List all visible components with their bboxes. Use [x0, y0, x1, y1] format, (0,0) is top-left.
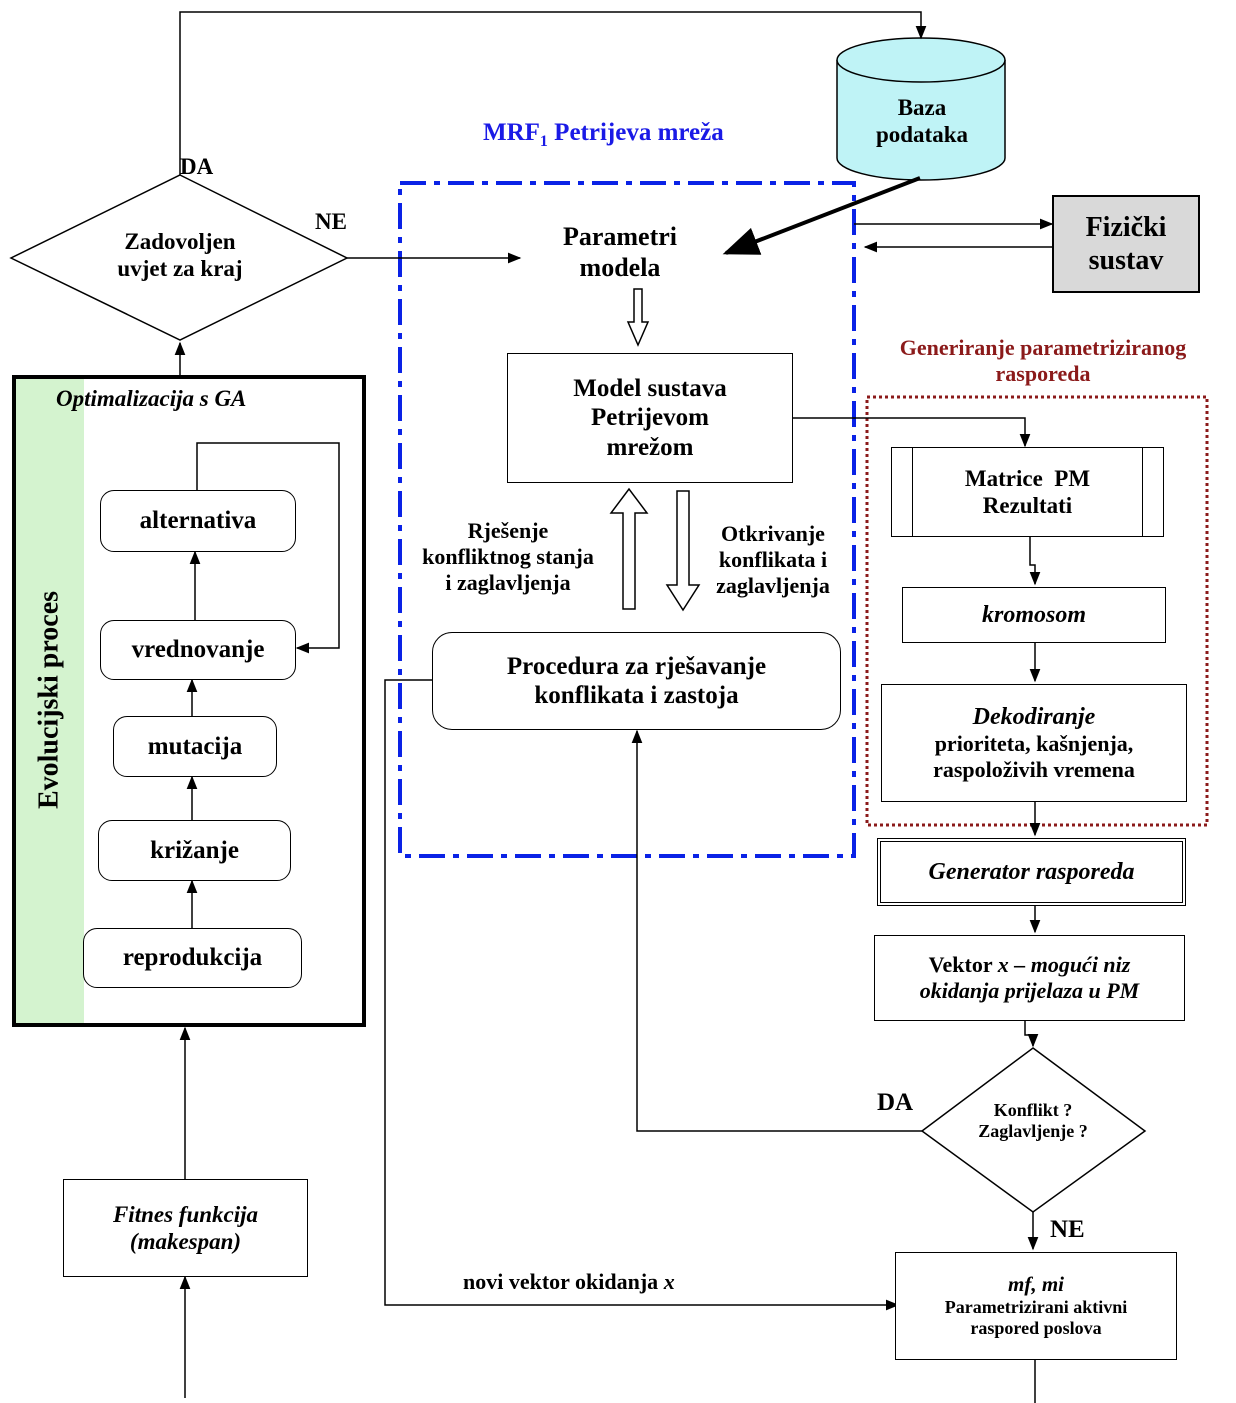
end-condition-diamond	[9, 174, 349, 341]
result-schedule-box: mf, mi Parametrizirani aktivni raspored …	[895, 1252, 1177, 1360]
fitness-line1: Fitnes funkcija	[112, 1201, 259, 1227]
decoding-line3: raspoloživih vremena	[933, 757, 1135, 783]
new-firing-vector-label: novi vektor okidanja x	[463, 1269, 675, 1294]
ga-step-crossover-label: križanje	[150, 836, 239, 864]
ga-step-mutation: mutacija	[113, 716, 277, 777]
schedule-generator-box: Generator rasporeda	[877, 838, 1186, 906]
fitness-function-box: Fitnes funkcija (makespan)	[63, 1179, 308, 1277]
chromosome-label: kromosom	[981, 601, 1086, 628]
params-to-model-hollow-arrow	[626, 288, 650, 347]
ga-step-alternative-label: alternativa	[139, 507, 257, 535]
detection-line3: zaglavljenja	[716, 572, 830, 598]
decoding-line2: prioriteta, kašnjenja,	[934, 731, 1134, 757]
conflict-no-label: NE	[1050, 1216, 1085, 1243]
system-model-box: Model sustava Petrijevom mrežom	[507, 353, 793, 483]
model-parameters-line2: modela	[579, 252, 661, 282]
model-parameters-line1: Parametri	[562, 222, 678, 251]
database-label-line1: Baza	[897, 95, 947, 120]
end-condition-yes-label: DA	[180, 154, 214, 179]
evolution-process-band	[14, 377, 84, 1025]
ga-step-evaluation: vrednovanje	[100, 620, 296, 680]
conflict-text: Konflikt ? Zaglavljenje ?	[963, 1100, 1103, 1142]
fitness-line2: (makespan)	[129, 1229, 242, 1254]
database-label-line2: podataka	[875, 122, 969, 148]
system-model-line2: Petrijevom	[591, 404, 709, 432]
conflict-procedure-box: Procedura za rješavanje konflikata i zas…	[432, 632, 841, 730]
schedule-generator-label: Generator rasporeda	[928, 858, 1135, 885]
system-model-line3: mrežom	[606, 433, 694, 461]
chromosome-box: kromosom	[902, 587, 1166, 643]
resolution-line1: Rješenje	[467, 518, 549, 543]
pm-matrices-line1: Matrice PM	[964, 465, 1091, 491]
end-condition-text: Zadovoljen uvjet za kraj	[70, 228, 290, 282]
model-parameters: Parametri modela	[520, 222, 720, 283]
result-line3: raspored poslova	[970, 1318, 1102, 1339]
pm-matrices-right-bar	[1142, 448, 1143, 536]
evolution-process-label: Evolucijski proces	[33, 590, 65, 810]
end-condition-line1: Zadovoljen	[124, 229, 236, 254]
resolution-line2: konfliktnog stanja	[422, 543, 594, 569]
generation-title: Generiranje parametriziranog rasporeda	[858, 335, 1228, 387]
conflict-yes-label: DA	[877, 1089, 914, 1116]
pm-matrices-box: Matrice PM Rezultati	[891, 447, 1164, 537]
resolution-hollow-arrow	[609, 487, 649, 610]
conflict-resolution-label: Rješenje konfliktnog stanja i zaglavljen…	[398, 518, 618, 596]
conflict-detection-label: Otkrivanje konflikata i zaglavljenja	[698, 521, 848, 599]
ga-step-mutation-label: mutacija	[147, 732, 243, 760]
conflict-line1: Konflikt ?	[993, 1100, 1073, 1120]
database-icon	[836, 37, 1006, 181]
detection-hollow-arrow	[665, 490, 701, 612]
ga-title: Optimalizacija s GA	[56, 386, 247, 411]
detection-line1: Otkrivanje	[721, 521, 825, 546]
mrf-boundary	[398, 181, 856, 858]
firing-vector-line2: okidanja prijelaza u PM	[919, 978, 1140, 1003]
system-model-line1: Model sustava	[573, 374, 727, 402]
database-label: Baza podataka	[842, 94, 1002, 148]
resolution-line3: i zaglavljenja	[445, 569, 571, 595]
physical-system-box: Fizički sustav	[1052, 195, 1200, 293]
pm-matrices-line2: Rezultati	[982, 493, 1073, 518]
firing-vector-line1: Vektor x – mogući niz	[928, 952, 1131, 978]
ga-panel-frame	[12, 375, 366, 1027]
ga-step-crossover: križanje	[98, 820, 291, 881]
physical-system-line2: sustav	[1088, 245, 1164, 276]
conflict-line2: Zaglavljenje ?	[978, 1121, 1088, 1142]
end-condition-line2: uvjet za kraj	[117, 256, 243, 282]
pm-matrices-left-bar	[912, 448, 913, 536]
result-line2: Parametrizirani aktivni	[944, 1297, 1128, 1318]
firing-vector-box: Vektor x – mogući niz okidanja prijelaza…	[874, 935, 1185, 1021]
mrf-title: MRF1 Petrijeva mreža	[483, 119, 724, 150]
ga-step-reproduction: reprodukcija	[83, 928, 302, 988]
end-condition-no-label: NE	[315, 209, 347, 234]
ga-step-evaluation-label: vrednovanje	[131, 636, 265, 664]
physical-system-line1: Fizički	[1085, 211, 1167, 243]
decoding-box: Dekodiranje prioriteta, kašnjenja, raspo…	[881, 684, 1187, 802]
ga-step-reproduction-label: reprodukcija	[122, 944, 263, 972]
generation-title-line1: Generiranje parametriziranog	[899, 335, 1187, 360]
procedure-line2: konflikata i zastoja	[534, 682, 739, 709]
detection-line2: konflikata i	[718, 546, 828, 572]
ga-step-alternative: alternativa	[100, 490, 296, 552]
generation-title-line2: rasporeda	[995, 360, 1091, 386]
procedure-line1: Procedura za rješavanje	[506, 652, 767, 680]
result-line1: mf, mi	[1008, 1272, 1064, 1297]
decoding-line1: Dekodiranje	[972, 703, 1096, 730]
